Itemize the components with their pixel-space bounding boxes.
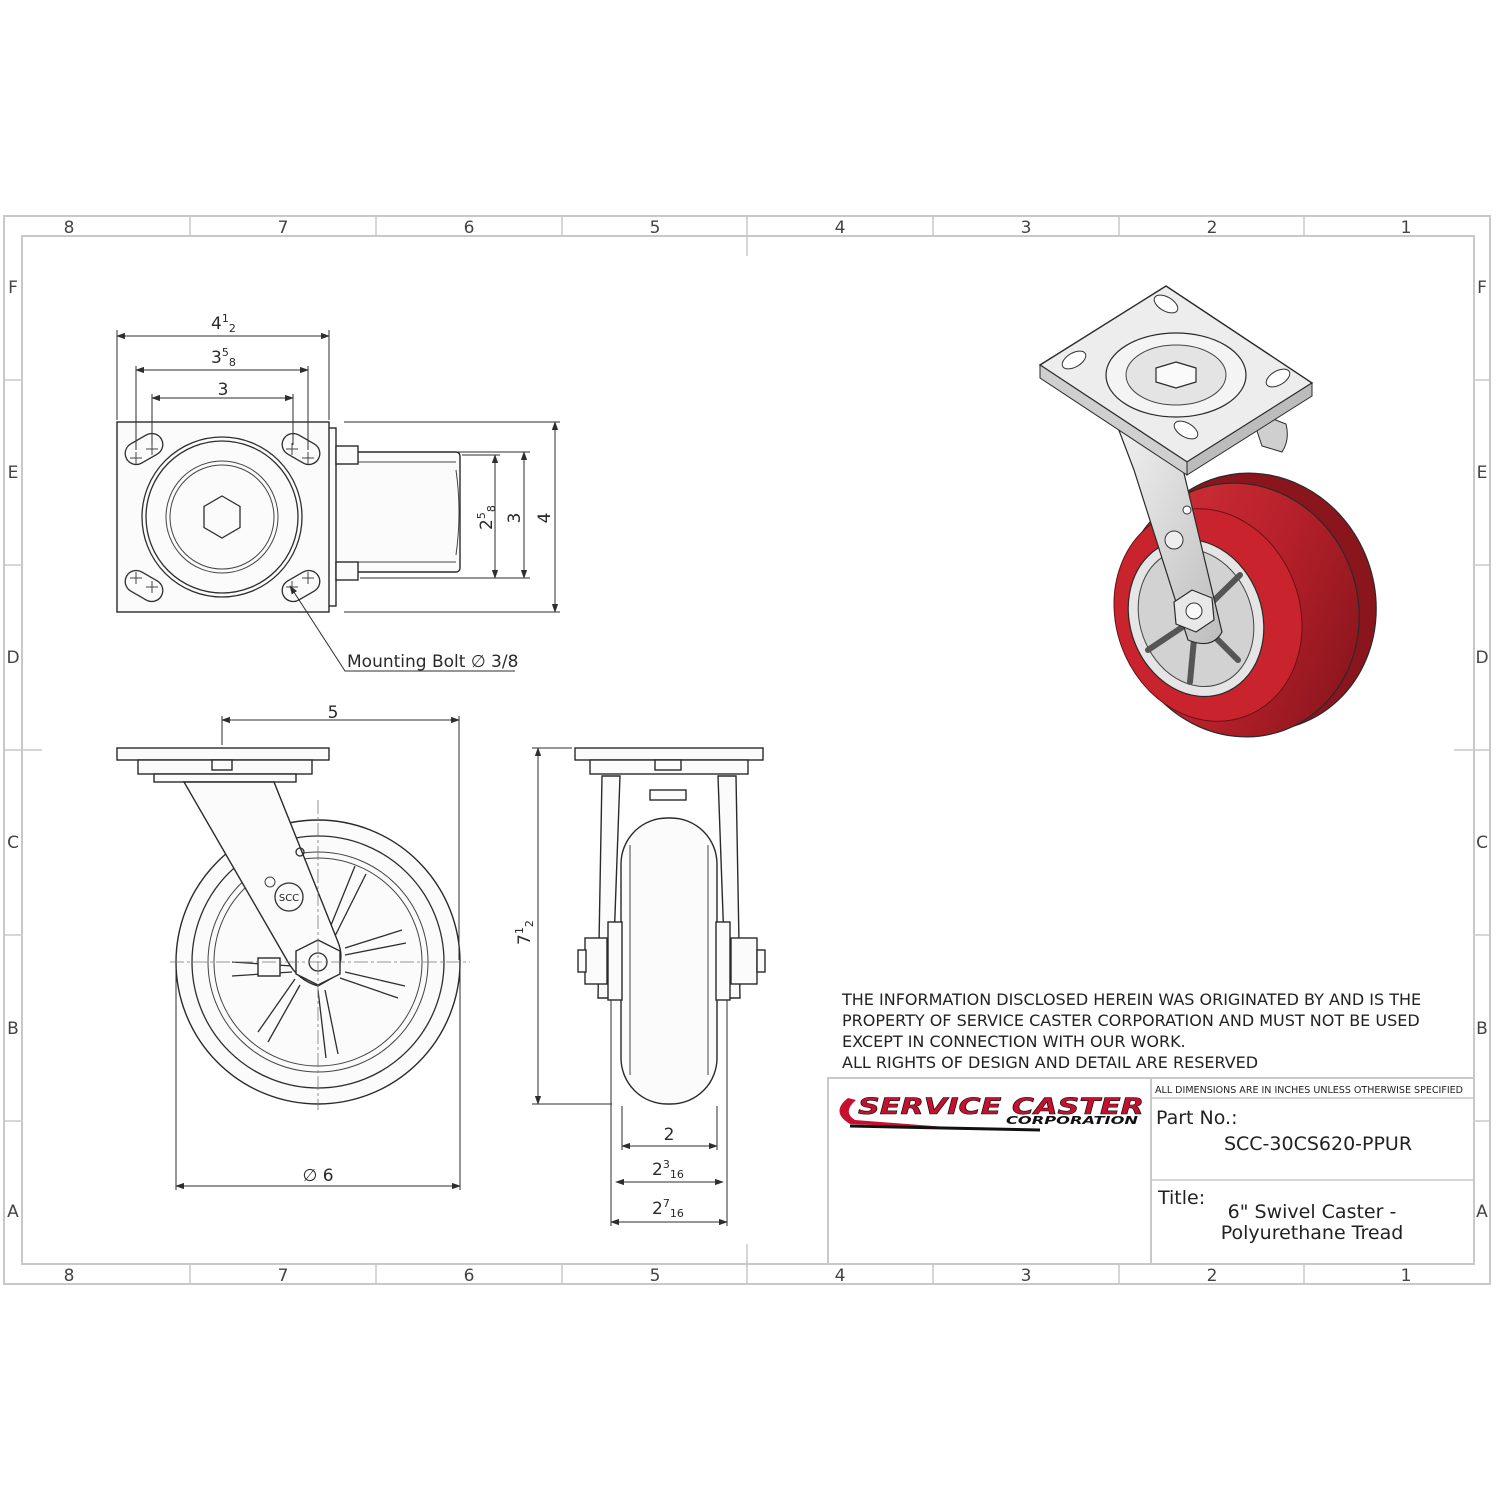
drawing-border: 8 7 6 5 4 3 2 1 8 7 6 5 4 3 2 1 F E D C … [3, 215, 1491, 1286]
mounting-plate [116, 421, 330, 613]
title-line: Polyurethane Tread [1221, 1222, 1404, 1244]
title-label: Title: [1157, 1187, 1205, 1209]
dim-hub-length: 2316 [652, 1158, 684, 1181]
zone-col-label: 2 [1207, 1266, 1218, 1286]
dim-tread-width: 2 [664, 1125, 675, 1145]
logo-text: SERVICE CASTER [858, 1095, 1144, 1120]
zone-col-label: 4 [835, 218, 846, 238]
dim-side-b: 3 [505, 513, 525, 524]
zone-col-label: 6 [464, 1266, 475, 1286]
zone-col-label: 4 [835, 1266, 846, 1286]
logo-subtext: CORPORATION [1006, 1114, 1138, 1127]
zone-row-label: D [6, 648, 19, 668]
mounting-plate [116, 747, 330, 761]
zone-col-label: 3 [1021, 218, 1032, 238]
dim-bolt-pattern-outer: 358 [211, 346, 236, 369]
zone-col-label: 5 [650, 218, 661, 238]
side-view: SCC [116, 716, 470, 1190]
notice-line: ALL RIGHTS OF DESIGN AND DETAIL ARE RESE… [842, 1053, 1258, 1072]
zone-row-label: A [1476, 1202, 1488, 1222]
zone-col-label: 5 [650, 1266, 661, 1286]
zone-col-label: 6 [464, 218, 475, 238]
dim-wheel-diameter: ∅ 6 [302, 1166, 333, 1186]
title-block: SERVICE CASTER CORPORATION ALL DIMENSION… [827, 1077, 1475, 1265]
zone-col-label: 3 [1021, 1266, 1032, 1286]
zone-row-label: A [7, 1202, 19, 1222]
units-note: ALL DIMENSIONS ARE IN INCHES UNLESS OTHE… [1155, 1085, 1463, 1096]
hub-logo: SCC [279, 893, 299, 904]
top-view [116, 330, 560, 672]
zone-row-label: B [7, 1019, 19, 1039]
mounting-plate [574, 747, 764, 761]
kingpin-nut [203, 495, 241, 539]
zone-col-label: 7 [278, 1266, 289, 1286]
service-caster-logo: SERVICE CASTER CORPORATION [839, 1095, 1144, 1132]
zone-row-label: F [1477, 278, 1487, 298]
dim-swivel-offset: 5 [328, 703, 339, 723]
dim-bolt-pattern-inner: 3 [218, 380, 229, 400]
zone-row-label: E [8, 463, 19, 483]
zone-col-label: 1 [1401, 218, 1412, 238]
part-number: SCC-30CS620-PPUR [1224, 1133, 1412, 1155]
notice-line: THE INFORMATION DISCLOSED HEREIN WAS ORI… [841, 990, 1421, 1009]
title-line: 6" Swivel Caster - [1228, 1201, 1397, 1223]
dim-side-a: 258 [475, 505, 498, 530]
zone-row-label: F [8, 278, 18, 298]
zone-row-label: D [1475, 648, 1488, 668]
zone-row-label: E [1477, 463, 1488, 483]
wheel-tread [620, 817, 718, 1105]
notice-line: PROPERTY OF SERVICE CASTER CORPORATION A… [842, 1011, 1420, 1030]
zone-col-label: 1 [1401, 1266, 1412, 1286]
part-no-label: Part No.: [1156, 1107, 1238, 1129]
zone-col-label: 2 [1207, 218, 1218, 238]
isometric-view [1038, 285, 1377, 738]
zone-col-label: 8 [64, 218, 75, 238]
bolt-slot [124, 432, 321, 603]
zone-row-label: C [1476, 833, 1488, 853]
notice-line: EXCEPT IN CONNECTION WITH OUR WORK. [842, 1032, 1186, 1051]
dim-side-c: 4 [535, 513, 555, 524]
zone-col-label: 8 [64, 1266, 75, 1286]
dim-overall-height: 712 [513, 920, 536, 945]
confidentiality-notice: THE INFORMATION DISCLOSED HEREIN WAS ORI… [841, 990, 1421, 1072]
zone-col-label: 7 [278, 218, 289, 238]
dim-mounting-bolt: Mounting Bolt ∅ 3/8 [347, 652, 518, 672]
dim-overall-width: 2716 [652, 1197, 684, 1220]
dim-plate-width: 412 [211, 312, 236, 335]
zone-row-label: C [7, 833, 19, 853]
zone-row-label: B [1476, 1019, 1488, 1039]
front-view [532, 747, 766, 1226]
